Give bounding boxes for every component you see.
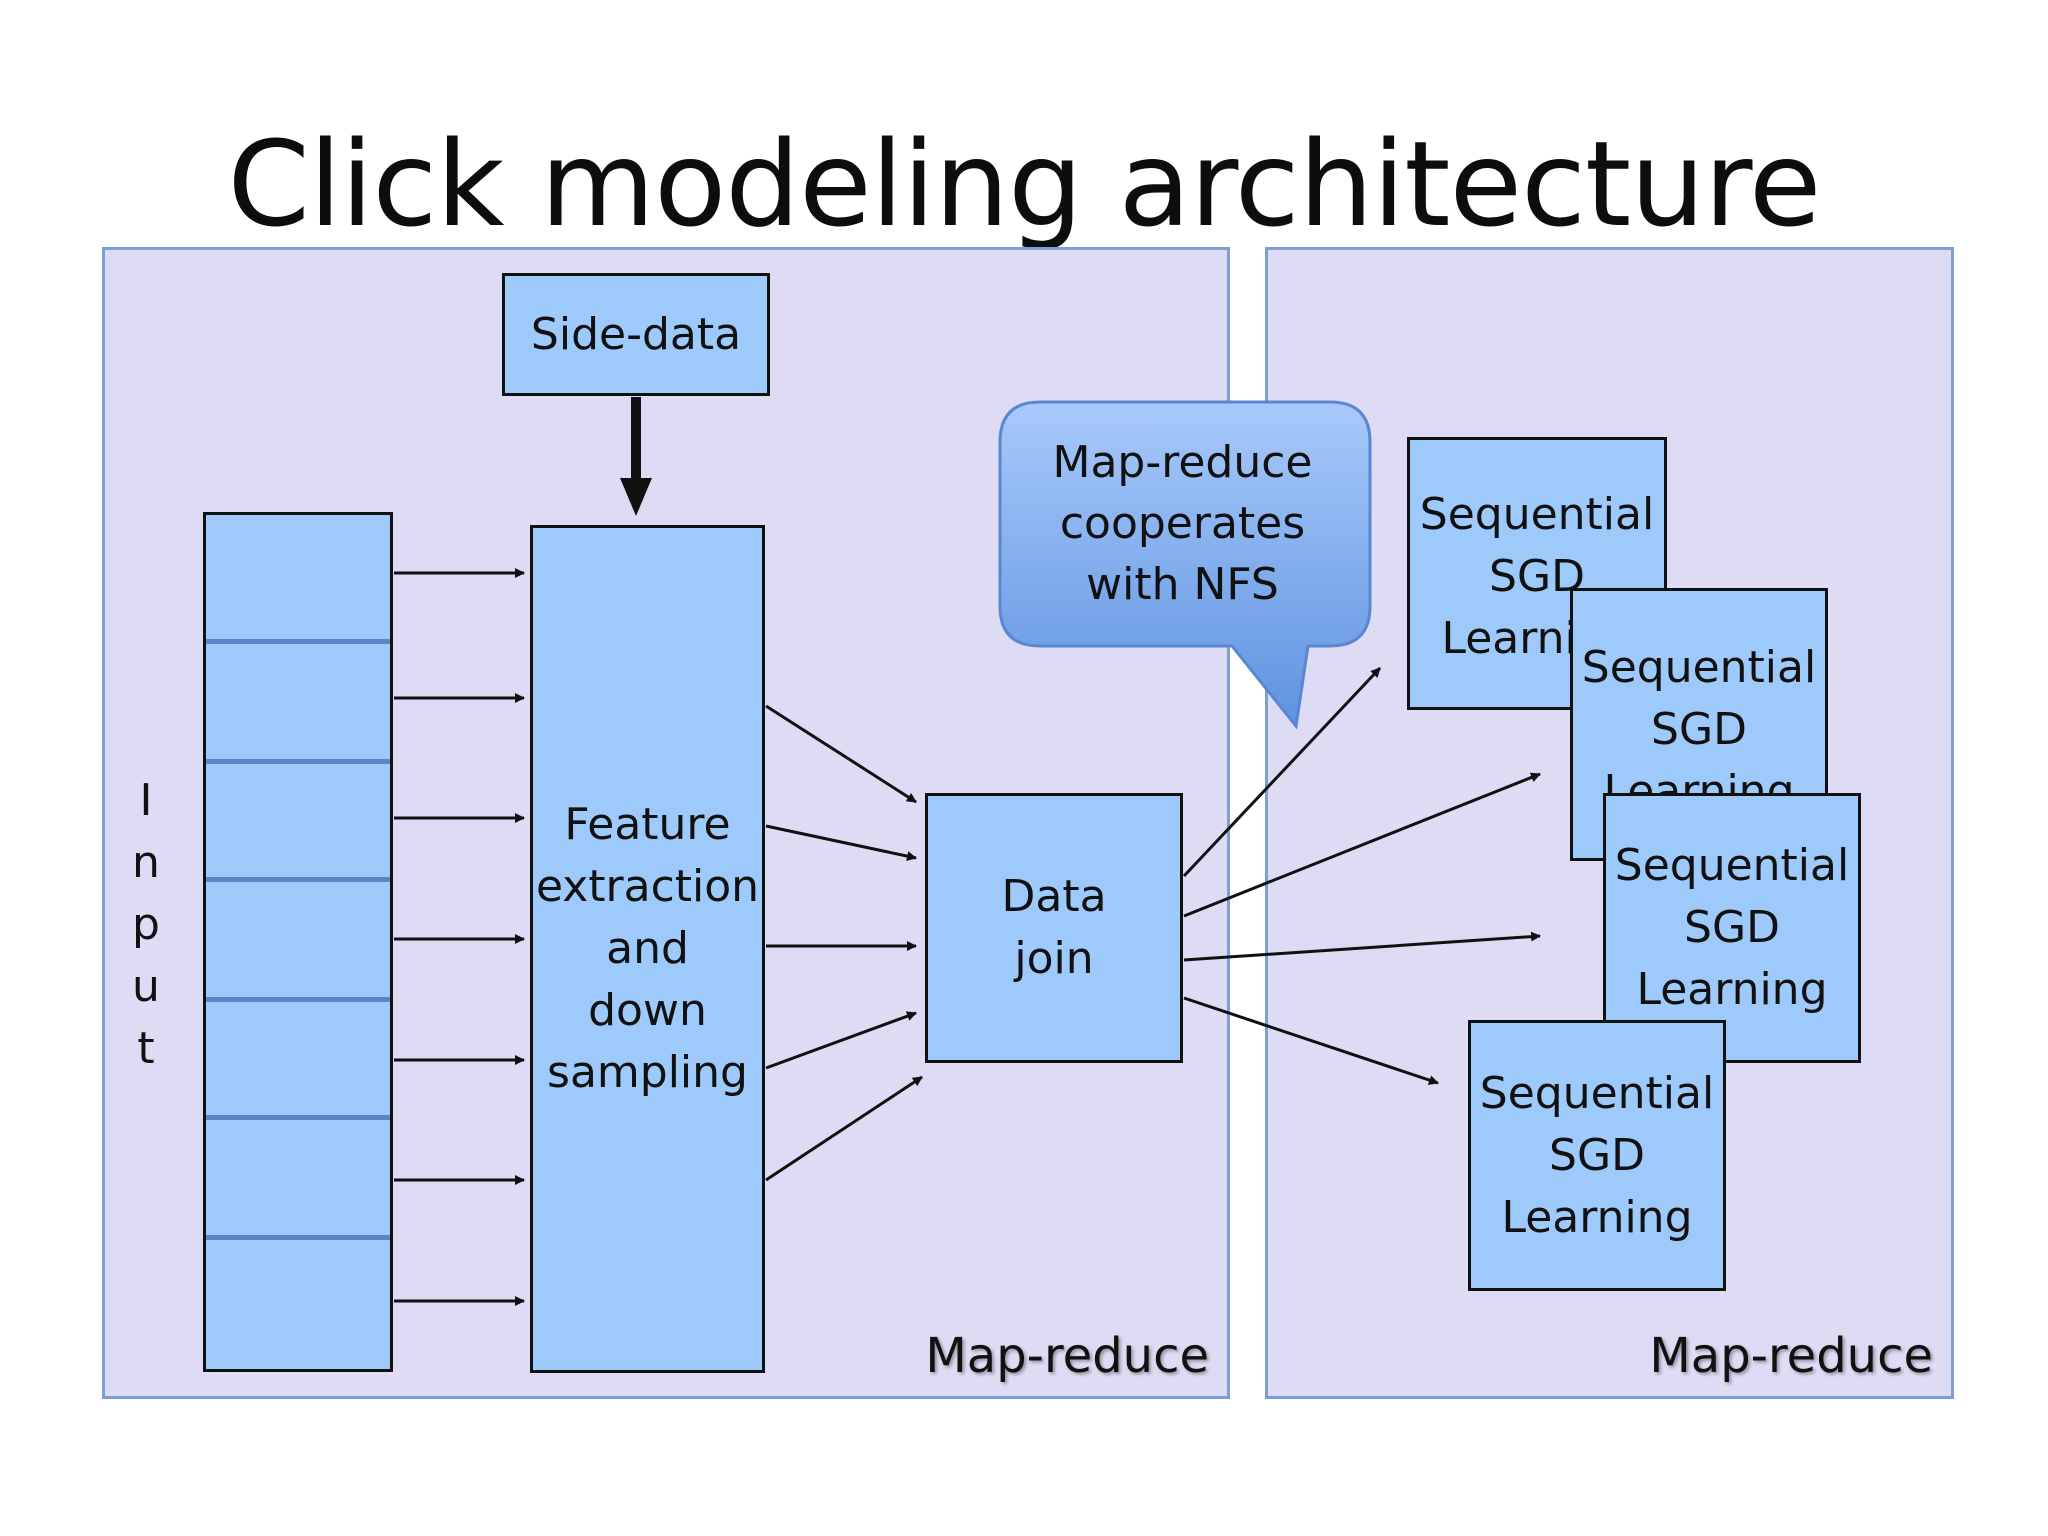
input-separator <box>206 877 390 882</box>
feature-to-join-arrow <box>765 1011 917 1070</box>
feature-extraction-label: Feature extraction and down sampling <box>535 799 760 1098</box>
data-join-label: Data join <box>1001 871 1107 984</box>
side-data-box: Side-data <box>502 273 770 396</box>
input-separator <box>206 997 390 1002</box>
join-to-sgd-arrow <box>1183 996 1439 1085</box>
input-separator <box>206 1235 390 1240</box>
input-separator <box>206 759 390 764</box>
join-to-sgd-arrow <box>1183 931 1541 962</box>
slide-title: Click modeling architecture <box>227 115 1821 253</box>
join-to-sgd-arrow <box>1182 666 1382 878</box>
input-label: I n p u t <box>132 775 160 1074</box>
sgd-learning-label-4: Sequential SGD Learning <box>1479 1067 1715 1243</box>
callout-bubble <box>998 400 1372 730</box>
panel-label-left: Map-reduce <box>925 1328 1209 1384</box>
input-separator <box>206 1115 390 1120</box>
feature-extraction-box: Feature extraction and down sampling <box>530 525 765 1373</box>
sgd-learning-box-1: Sequential SGD Learning <box>1407 437 1667 710</box>
data-join-box: Data join <box>925 793 1183 1063</box>
sgd-learning-box-4: Sequential SGD Learning <box>1468 1020 1726 1291</box>
join-to-sgd-arrow <box>1183 772 1541 918</box>
panel-label-right: Map-reduce <box>1649 1328 1933 1384</box>
feature-to-join-arrow <box>765 1075 923 1182</box>
feature-to-join-arrow <box>765 704 917 804</box>
sgd-learning-label-3: Sequential SGD Learning <box>1614 840 1850 1015</box>
callout-text: Map-reduce cooperates with NFS <box>1052 437 1313 610</box>
sgd-learning-box-3: Sequential SGD Learning <box>1603 793 1861 1063</box>
feature-to-join-arrow <box>765 824 917 862</box>
side-data-arrowhead <box>620 478 652 516</box>
side-data-label: Side-data <box>530 308 742 360</box>
input-separator <box>206 639 390 644</box>
input-column <box>203 512 393 1372</box>
